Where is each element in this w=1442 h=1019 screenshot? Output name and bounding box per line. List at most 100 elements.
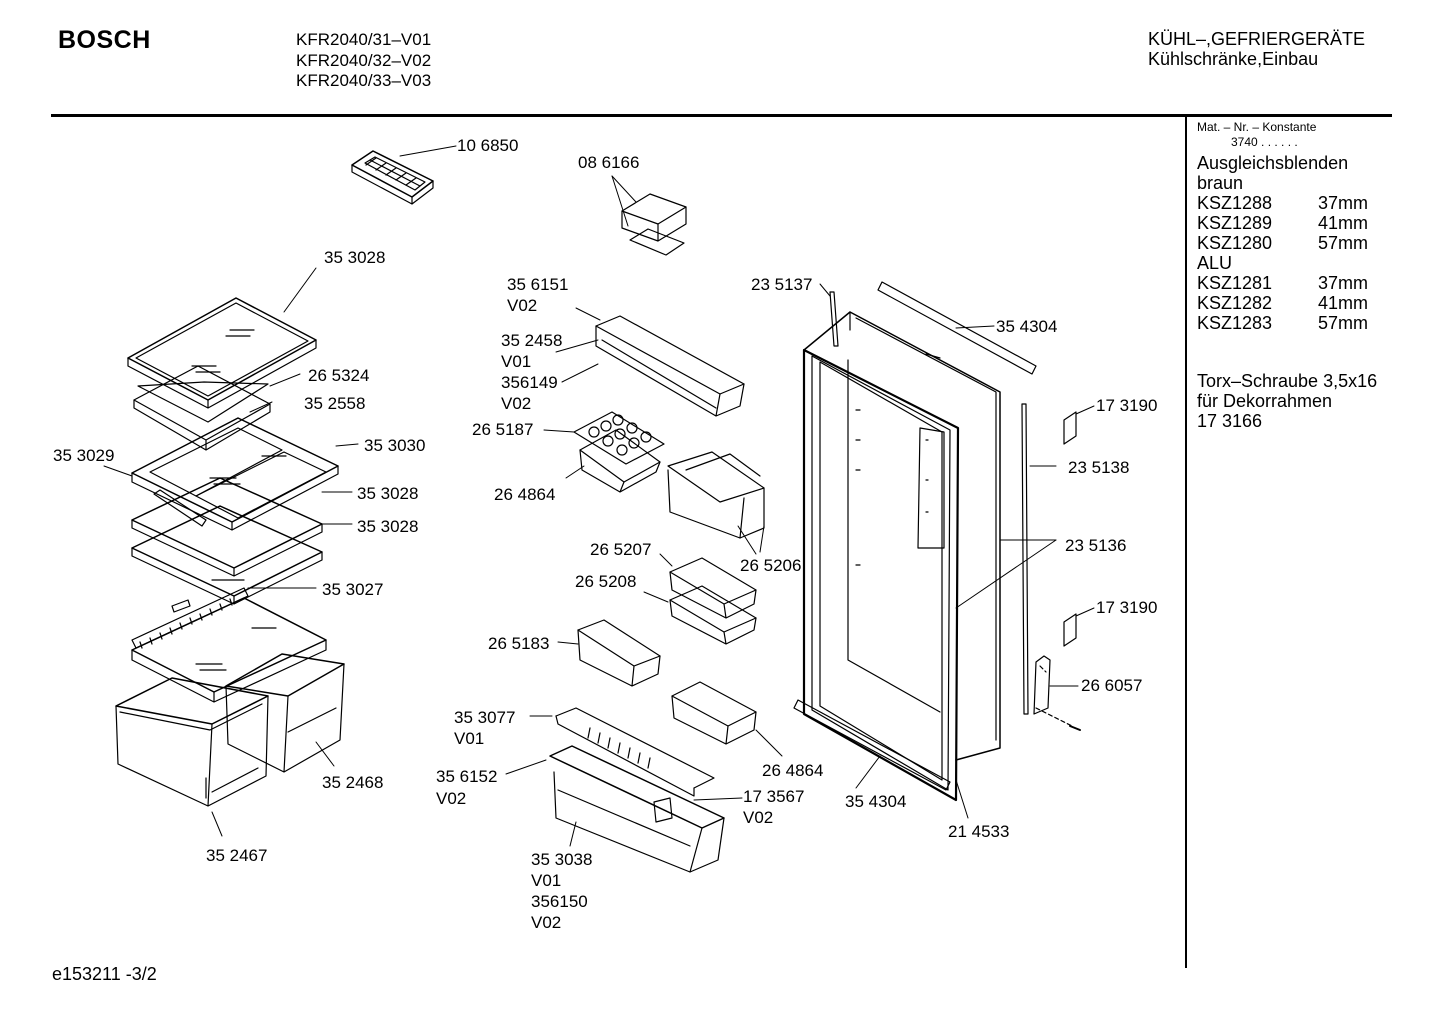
part-number-label: 356149: [501, 373, 558, 392]
part-number-label: 17 3567: [743, 787, 804, 806]
accessory-code: KSZ1283: [1197, 313, 1273, 333]
model-list: KFR2040/31–V01 KFR2040/32–V02 KFR2040/33…: [296, 30, 431, 92]
bottle-rack-part: [555, 707, 715, 797]
part-number-label: 10 6850: [457, 136, 518, 155]
mat-label: Mat. – Nr. – Konstante: [1197, 120, 1317, 134]
category-title: KÜHL–,GEFRIERGERÄTE: [1148, 29, 1366, 49]
crisper-drawer-right: [225, 653, 345, 773]
hinge-rail-bottom: [793, 699, 951, 791]
accessory-size: 57mm: [1318, 313, 1369, 333]
drawing-code: e153211 -3/2: [52, 964, 157, 984]
accessory-code: KSZ1282: [1197, 293, 1273, 313]
part-number-label: 26 4864: [762, 761, 823, 780]
door-bin-small-left: [577, 619, 661, 687]
torx-line: Torx–Schraube 3,5x16: [1197, 371, 1378, 391]
egg-tray-part: [573, 411, 665, 493]
glass-shelf-split: [131, 417, 339, 531]
accessory-row: KSZ1280 57mm: [1197, 233, 1377, 253]
part-number-label: 35 3077: [454, 708, 515, 727]
mat-code: 3740 . . . . . .: [1231, 135, 1298, 149]
accessory-code: KSZ1288: [1197, 193, 1273, 213]
model-number: KFR2040/32–V02: [296, 50, 432, 70]
part-number-label: 26 5207: [590, 540, 651, 559]
part-number-label: 35 3030: [364, 436, 425, 455]
side-panel-divider: [1185, 116, 1187, 968]
accessory-code: KSZ1280: [1197, 233, 1273, 253]
part-number-label: 35 4304: [996, 317, 1057, 336]
part-number-label: 26 5187: [472, 420, 533, 439]
accessory-size: 41mm: [1318, 213, 1369, 233]
part-number-label: 21 4533: [948, 822, 1009, 841]
part-number-label: 26 5206: [740, 556, 801, 575]
accessory-size: 41mm: [1318, 293, 1369, 313]
torx-note: Torx–Schraube 3,5x16 für Dekorrahmen 17 …: [1197, 371, 1377, 431]
glass-shelf-top: [127, 297, 317, 409]
shelf-frame-part: [133, 365, 271, 451]
group-label-braun: braun: [1197, 173, 1244, 193]
accessory-row: KSZ1283 57mm: [1197, 313, 1377, 333]
part-number-label: 35 6151: [507, 275, 568, 294]
category: KÜHL–,GEFRIERGERÄTE Kühlschränke,Einbau: [1148, 29, 1365, 69]
part-number-label: 23 5137: [751, 275, 812, 294]
clip-part-top: [1063, 411, 1077, 445]
header-divider: [51, 114, 1392, 117]
model-number: KFR2040/31–V01: [296, 30, 432, 49]
part-number-label: 17 3190: [1096, 396, 1157, 415]
part-number-label: 26 4864: [494, 485, 555, 504]
model-number: KFR2040/33–V03: [296, 71, 432, 90]
part-number-label: 35 4304: [845, 792, 906, 811]
part-variant-label: V02: [507, 296, 537, 315]
torx-part-number: 17 3166: [1197, 411, 1263, 431]
accessory-row: KSZ1282 41mm: [1197, 293, 1377, 313]
side-panel: Mat. – Nr. – Konstante 3740 . . . . . . …: [1197, 120, 1377, 431]
part-variant-label: V01: [531, 871, 561, 890]
torx-line: für Dekorrahmen: [1197, 391, 1333, 411]
part-variant-label: V02: [531, 913, 561, 932]
leader-lines: [103, 145, 1095, 847]
panel-title: Ausgleichsblenden: [1197, 153, 1349, 173]
part-number-label: 23 5136: [1065, 536, 1126, 555]
part-number-label: 26 5208: [575, 572, 636, 591]
door-outer-frame: [802, 311, 1001, 802]
part-number-label: 35 3028: [357, 517, 418, 536]
bottle-bin-bottom: [549, 745, 725, 873]
crisper-cover-part: [131, 579, 327, 703]
part-number-label: 35 3038: [531, 850, 592, 869]
hinge-bracket-part: [1033, 655, 1081, 731]
part-number-label: 35 6152: [436, 767, 497, 786]
part-variant-label: V01: [454, 729, 484, 748]
group-label-alu: ALU: [1197, 253, 1233, 273]
door-bin-small-right: [671, 681, 757, 745]
part-number-label: 35 2458: [501, 331, 562, 350]
part-number-label: 356150: [531, 892, 588, 911]
part-number-label: 35 2558: [304, 394, 365, 413]
accessory-row: KSZ1289 41mm: [1197, 213, 1377, 233]
accessory-size: 37mm: [1318, 273, 1369, 293]
part-number-label: 17 3190: [1096, 598, 1157, 617]
small-box-part: [621, 193, 687, 256]
part-number-label: 26 5324: [308, 366, 369, 385]
door-bin-top: [595, 315, 745, 417]
part-number-label: 35 3028: [357, 484, 418, 503]
part-number-label: 35 3029: [53, 446, 114, 465]
part-variant-label: V02: [436, 789, 466, 808]
part-number-label: 23 5138: [1068, 458, 1129, 477]
accessory-code: KSZ1281: [1197, 273, 1273, 293]
part-variant-label: V02: [743, 808, 773, 827]
accessory-row: KSZ1281 37mm: [1197, 273, 1377, 293]
part-number-label: 35 2467: [206, 846, 267, 865]
door-bin-tall: [667, 451, 765, 539]
hinge-rail-top: [877, 281, 1037, 375]
side-strip-right: [1021, 403, 1029, 715]
part-variant-label: V01: [501, 352, 531, 371]
accessory-code: KSZ1289: [1197, 213, 1273, 233]
accessory-size: 57mm: [1318, 233, 1369, 253]
side-strip-left: [829, 291, 839, 347]
crisper-drawer-left: [115, 677, 269, 807]
ice-cube-tray-part: [351, 150, 434, 205]
door-bin-mid: [669, 557, 757, 645]
part-number-label: 08 6166: [578, 153, 639, 172]
part-number-label: 35 2468: [322, 773, 383, 792]
